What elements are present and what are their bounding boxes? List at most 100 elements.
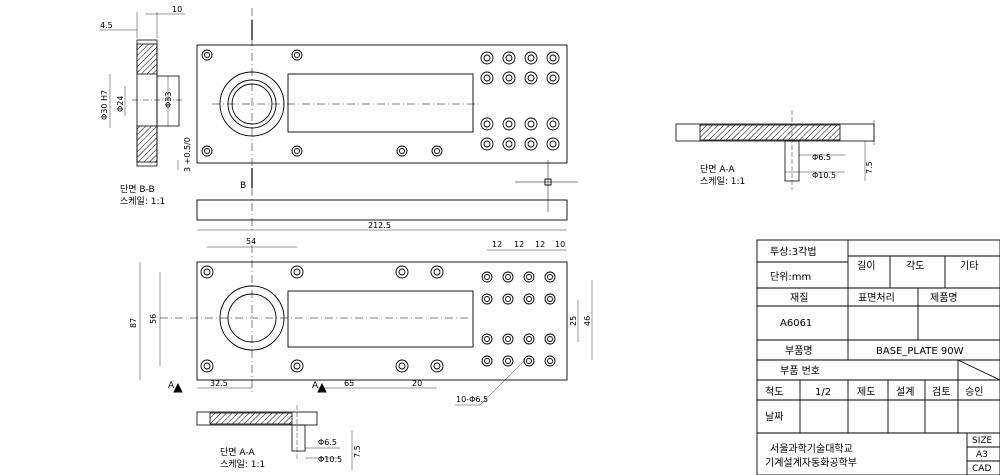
hole — [481, 271, 493, 283]
tb-drawn: 제도 — [857, 386, 875, 398]
hole-inner — [527, 140, 535, 148]
right-section-phi-small: Φ6.5 — [812, 153, 831, 162]
section-a-view — [196, 405, 353, 470]
hole-inner — [484, 274, 490, 280]
tb-units: 단위:mm — [770, 270, 811, 283]
hole-inner — [505, 336, 511, 342]
hole — [502, 293, 514, 305]
dim-56: 56 — [149, 314, 158, 324]
title-block — [756, 239, 1000, 475]
hole — [546, 51, 560, 65]
hole — [544, 271, 556, 283]
tb-cad: CAD — [972, 464, 991, 474]
tb-part-label: 부품명 — [785, 345, 813, 357]
hole — [481, 333, 493, 345]
hole-inner — [484, 336, 490, 342]
hole — [480, 71, 494, 85]
hole — [481, 293, 493, 305]
dim-87: 87 — [129, 318, 138, 328]
tb-dept: 기계설계자동화공학부 — [765, 457, 857, 469]
hole-inner — [527, 74, 535, 82]
dim-inner: Φ24 — [116, 96, 125, 112]
hole-inner — [527, 120, 535, 128]
hole — [544, 333, 556, 345]
hole-inner — [526, 274, 532, 280]
hole — [502, 333, 514, 345]
tb-product-label: 제품명 — [930, 292, 958, 304]
hole — [502, 137, 516, 151]
hole — [523, 271, 535, 283]
dim-20: 20 — [412, 379, 422, 388]
cut-letter-a-left: A — [168, 381, 175, 391]
tb-designed: 설계 — [896, 386, 914, 398]
hole-inner — [484, 358, 490, 364]
tb-size-label: SIZE — [972, 436, 993, 446]
tb-part-value: BASE_PLATE 90W — [876, 346, 964, 357]
hole-inner — [547, 336, 553, 342]
right-section-phi-large: Φ10.5 — [812, 171, 836, 180]
dim-top-width: 10 — [172, 5, 182, 14]
hole-inner — [505, 74, 513, 82]
hole-inner — [483, 140, 491, 148]
hole-inner — [526, 336, 532, 342]
hole-inner — [505, 54, 513, 62]
hole-inner — [527, 54, 535, 62]
right-section-scale: 스케일: 1:1 — [700, 176, 745, 187]
hole — [502, 117, 516, 131]
tb-material-label: 재질 — [790, 292, 808, 304]
hole-inner — [484, 296, 490, 302]
hole-inner — [505, 274, 511, 280]
hole-inner — [547, 296, 553, 302]
hole-inner — [483, 74, 491, 82]
hole — [502, 51, 516, 65]
hole — [480, 51, 494, 65]
section-a-phi-large: Φ10.5 — [318, 455, 342, 464]
hole-inner — [549, 120, 557, 128]
tb-surface-label: 표면처리 — [858, 292, 895, 304]
section-a-phi-small: Φ6.5 — [318, 438, 337, 447]
hole-inner — [526, 358, 532, 364]
hole-inner — [483, 54, 491, 62]
tb-part-no-label: 부품 번호 — [780, 365, 820, 377]
section-b-label: 단면 B-B — [120, 184, 155, 195]
cut-letter-a-right: A — [312, 381, 319, 391]
front-plate-view — [139, 229, 593, 406]
hole-inner — [505, 140, 513, 148]
hole — [481, 355, 493, 367]
dim-spacing-2: 12 — [514, 240, 524, 249]
hole — [546, 71, 560, 85]
tb-tol-length: 길이 — [857, 259, 875, 272]
tb-projection: 투상:3각법 — [770, 246, 817, 258]
hole-inner — [505, 120, 513, 128]
hole — [524, 117, 538, 131]
section-b-scale: 스케일: 1:1 — [120, 196, 165, 207]
hole — [524, 51, 538, 65]
hole — [544, 293, 556, 305]
dim-54: 54 — [246, 237, 256, 246]
hole — [546, 137, 560, 151]
hole — [523, 333, 535, 345]
dim-25: 25 — [569, 316, 578, 326]
section-a-depth: 7.5 — [353, 445, 362, 458]
hole-inner — [549, 54, 557, 62]
tb-scale-label: 척도 — [765, 386, 783, 398]
tb-tol-other: 기타 — [960, 260, 978, 272]
hole — [524, 137, 538, 151]
hole — [523, 293, 535, 305]
right-section-label: 단면 A-A — [700, 164, 735, 175]
tb-date-label: 날짜 — [765, 411, 783, 423]
tb-size-value: A3 — [976, 450, 988, 460]
dim-left-offset: 4.5 — [100, 21, 113, 30]
hole — [480, 117, 494, 131]
hole-inner — [549, 140, 557, 148]
section-a-scale: 스케일: 1:1 — [220, 459, 265, 470]
dim-spacing-4: 10 — [555, 240, 565, 249]
hole — [523, 355, 535, 367]
dim-overall-width: 212.5 — [368, 221, 391, 230]
holes-note: 10-Φ6.5 — [456, 395, 488, 404]
tb-tol-angle: 각도 — [906, 260, 924, 272]
dim-65: 65 — [344, 379, 354, 388]
dim-spacing-3: 12 — [535, 240, 545, 249]
hole — [480, 137, 494, 151]
